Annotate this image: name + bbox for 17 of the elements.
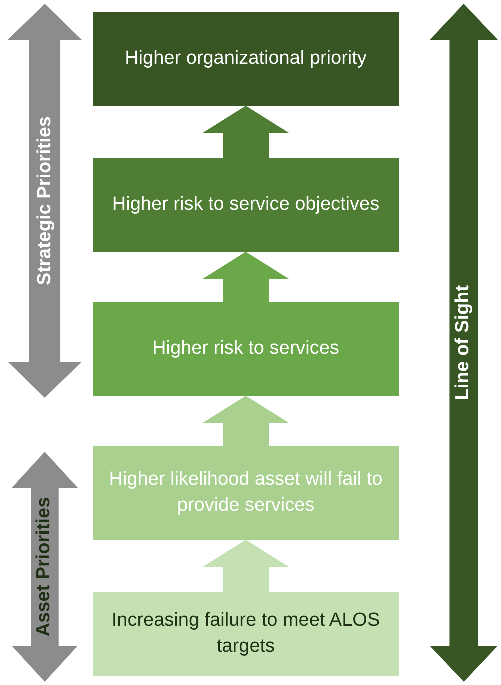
block-arrow (203, 396, 289, 446)
block-arrow (203, 106, 289, 158)
box-label: Higher risk to services (152, 337, 340, 362)
block-arrow (203, 252, 289, 302)
axis-label: Asset Priorities (34, 497, 56, 637)
process-box (93, 302, 399, 396)
box-label: Higher organizational priority (124, 47, 368, 72)
process-box (93, 592, 399, 676)
process-box (93, 158, 399, 252)
axis-label: Line of Sight (453, 285, 475, 401)
process-box (93, 12, 399, 106)
box-label: Higher risk to service objectives (111, 193, 381, 218)
process-box (93, 446, 399, 540)
box-label: Increasing failure to meet ALOS targets (110, 609, 382, 659)
box-label: Higher likelihood asset will fail to provide services (108, 468, 384, 518)
block-arrow (203, 540, 289, 592)
axis-label: Strategic Priorities (34, 116, 56, 286)
